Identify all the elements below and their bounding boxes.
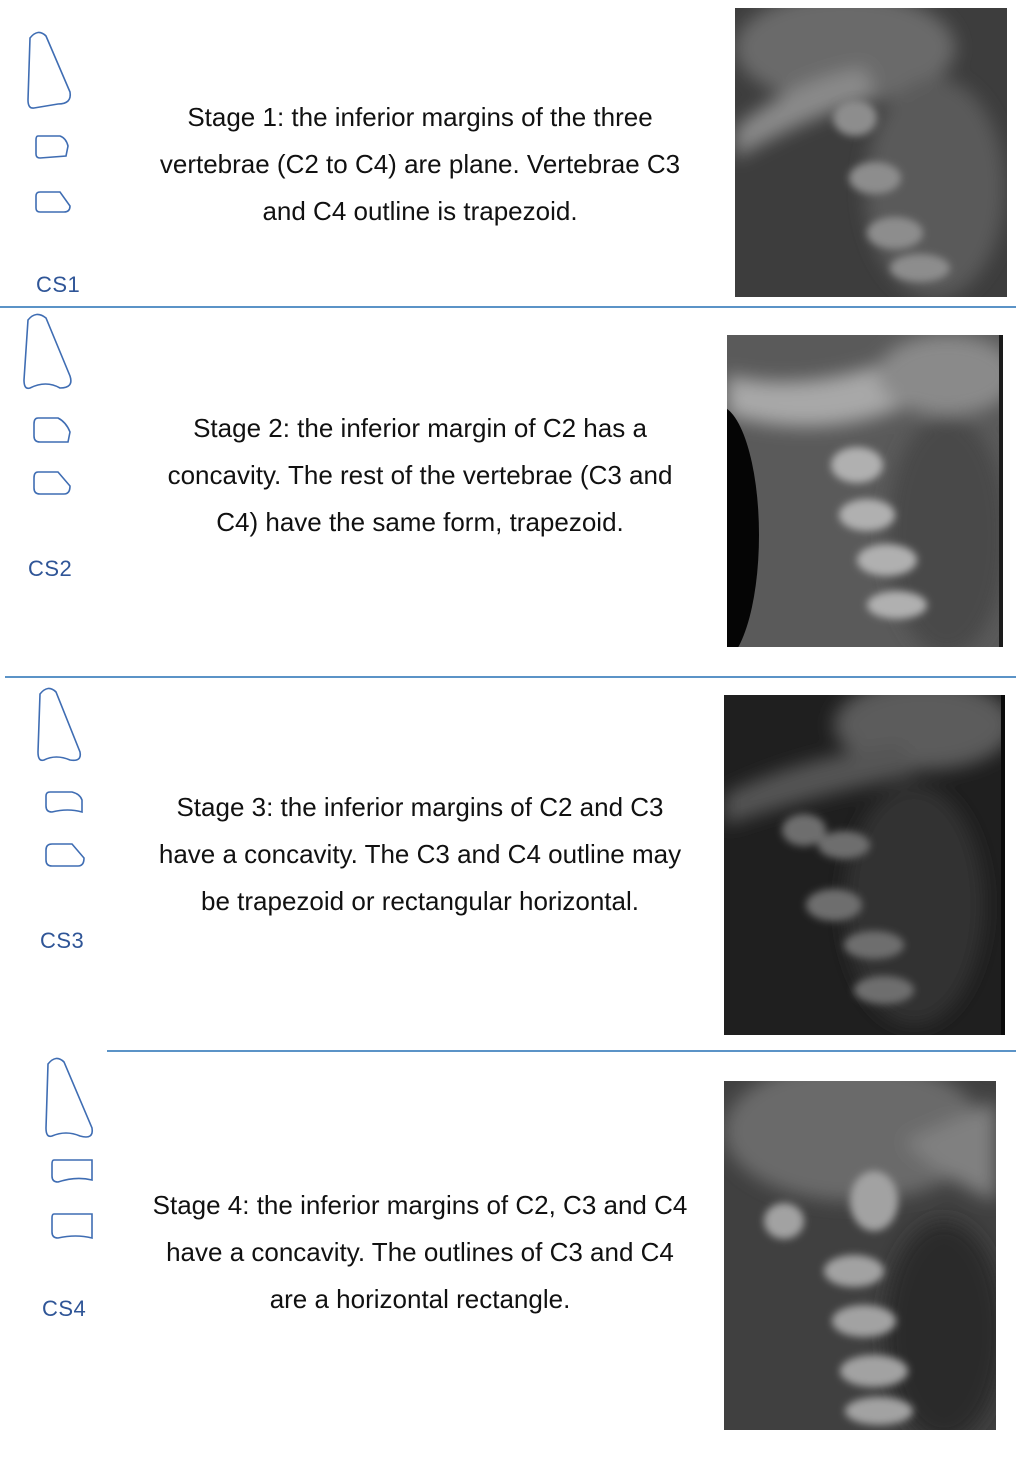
cs2-label: CS2 (28, 556, 72, 582)
stage-2-section: CS2 Stage 2: the inferior margin of C2 h… (0, 306, 1016, 676)
stage-2-description: Stage 2: the inferior margin of C2 has a… (150, 405, 690, 546)
stage-2-xray-image (727, 335, 1003, 647)
cs4-outline-icon (0, 1050, 120, 1310)
stage-4-description: Stage 4: the inferior margins of C2, C3 … (150, 1182, 690, 1323)
cs1-outline-icon (0, 0, 120, 260)
stage-1-xray-image (735, 8, 1007, 297)
stage-1-section: CS1 Stage 1: the inferior margins of the… (0, 0, 1016, 306)
cs2-outline-icon (0, 306, 120, 566)
stage-3-xray-image (724, 695, 1005, 1035)
cs4-label: CS4 (42, 1296, 86, 1322)
stage-4-section: CS4 Stage 4: the inferior margins of C2,… (0, 1050, 1016, 1479)
stage-4-xray-image (724, 1081, 996, 1430)
stage-3-section: CS3 Stage 3: the inferior margins of C2 … (0, 676, 1016, 1050)
stage-1-description: Stage 1: the inferior margins of the thr… (140, 94, 700, 235)
cs3-outline-icon (0, 676, 120, 936)
cs1-label: CS1 (36, 272, 80, 298)
cs3-label: CS3 (40, 928, 84, 954)
cs1-vertebrae-diagram (0, 0, 130, 300)
stage-3-description: Stage 3: the inferior margins of C2 and … (150, 784, 690, 925)
